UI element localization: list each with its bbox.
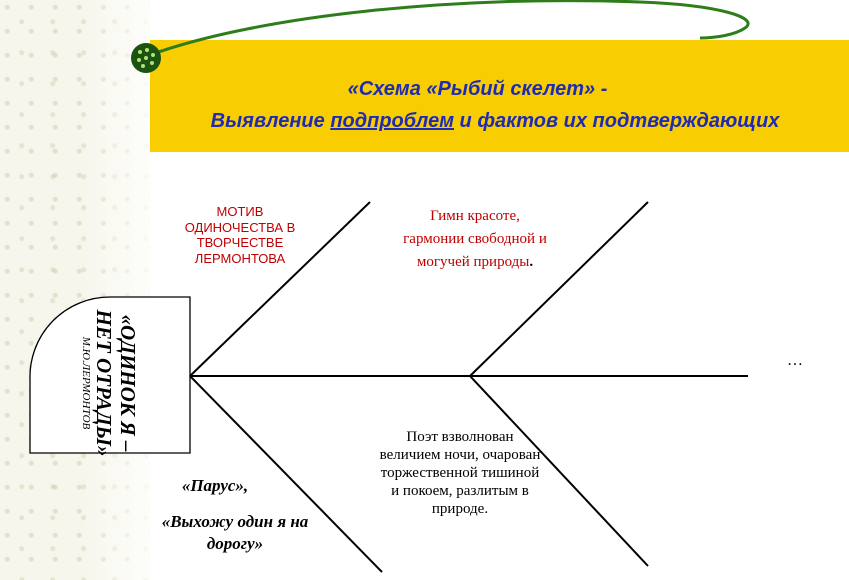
bone-label-upper-left: МОТИВ ОДИНОЧЕСТВА В ТВОРЧЕСТВЕ ЛЕРМОНТОВ… <box>184 204 296 266</box>
bone-label-lower-right: Поэт взволнован величием ночи, очарован … <box>379 429 541 517</box>
bone-label-upper-right-text: Гимн красоте, гармонии свободной и могуч… <box>403 208 547 270</box>
fish-head-author: М.Ю.ЛЕРМОНТОВ <box>80 336 92 430</box>
poem-title-parus: «Парус», <box>181 476 249 495</box>
bone-label-upper-right-dot: . <box>529 254 534 270</box>
fish-head-shape <box>29 296 191 454</box>
fish-head-main-text: «ОДИНОК Я –НЕТ ОТРАДЫ» <box>92 309 140 457</box>
title-line2-underlined: подпроблем <box>330 110 454 132</box>
slide-title-line1: «Схема «Рыбий скелет» - <box>347 78 608 100</box>
bone-label-upper-right: Гимн красоте, гармонии свободной и могуч… <box>400 205 550 274</box>
bone-lower-right <box>469 375 649 567</box>
title-band <box>150 40 849 152</box>
title-line2-post: и фактов их подтверждающих <box>454 110 780 132</box>
bone-upper-left <box>189 201 371 377</box>
bone-lower-left <box>189 375 383 573</box>
bone-upper-right <box>469 201 649 377</box>
tail-ellipsis: … <box>787 352 803 369</box>
poem-title-vykhozhu: «Выхожу один я на дорогу» <box>161 512 309 553</box>
slide-title-line2: Выявление подпроблем и фактов их подтвер… <box>150 110 840 133</box>
title-line2-pre: Выявление <box>210 110 331 132</box>
decorative-swoosh <box>149 0 750 57</box>
